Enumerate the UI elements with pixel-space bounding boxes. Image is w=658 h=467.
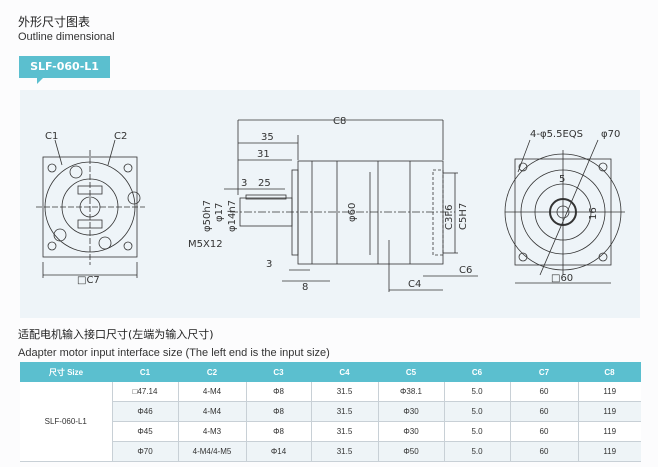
table-cell: 5.0	[443, 441, 510, 462]
table-cell: 60	[509, 382, 578, 402]
table-cell: 4-M4/4-M5	[177, 441, 246, 462]
table-cell: Φ8	[245, 421, 311, 442]
label-c8: C8	[333, 116, 346, 127]
label-phi50: φ50h7	[202, 200, 213, 232]
label-holes: 4-φ5.5EQS	[530, 129, 583, 140]
output-end-view: 4-φ5.5EQS φ70 5 16 □60	[504, 129, 625, 284]
table-cell: Φ30	[377, 401, 444, 422]
table-cell: 31.5	[310, 421, 378, 442]
label-phi60: φ60	[347, 203, 358, 222]
table-cell: 119	[577, 421, 641, 442]
table-cell: Φ70	[111, 441, 178, 462]
table-cell: □47.14	[111, 382, 178, 402]
col-c1: C1	[112, 362, 178, 382]
section-title-en: Adapter motor input interface size (The …	[18, 347, 330, 359]
section-title-cn: 适配电机输入接口尺寸(左端为输入尺寸)	[18, 328, 214, 341]
input-end-view: C1 C2 □C7	[36, 131, 145, 286]
table-cell: 31.5	[310, 441, 378, 462]
label-c1: C1	[45, 131, 58, 142]
col-c6: C6	[444, 362, 510, 382]
col-c7: C7	[510, 362, 578, 382]
col-size: 尺寸 Size	[20, 362, 112, 382]
col-c2: C2	[178, 362, 246, 382]
col-c5: C5	[378, 362, 444, 382]
table-cell: 60	[509, 441, 578, 462]
label-8: 8	[302, 282, 308, 293]
label-31: 31	[257, 149, 270, 160]
table-cell: 31.5	[310, 382, 378, 402]
label-c5: C5H7	[458, 203, 469, 230]
table-cell: 4-M4	[177, 382, 246, 402]
table-cell: 4-M4	[177, 401, 246, 422]
table-cell: Φ46	[111, 401, 178, 422]
outline-drawing: C1 C2 □C7 C8 35 31 3 25 φ50h7 φ17 φ14h7 …	[20, 90, 640, 318]
table-cell: 31.5	[310, 401, 378, 422]
table-cell: Φ45	[111, 421, 178, 442]
table-cell: 5.0	[443, 401, 510, 422]
label-key: 5	[559, 174, 565, 185]
table-cell: 119	[577, 441, 641, 462]
side-view: C8 35 31 3 25 φ50h7 φ17 φ14h7 M5X12 φ60 …	[188, 116, 478, 293]
label-c4: C4	[408, 279, 421, 290]
table-cell: Φ8	[245, 401, 311, 422]
table-cell: 5.0	[443, 382, 510, 402]
label-c2: C2	[114, 131, 127, 142]
col-c4: C4	[311, 362, 378, 382]
label-3-bottom: 3	[266, 259, 272, 270]
table-cell: Φ50	[377, 441, 444, 462]
col-c8: C8	[578, 362, 641, 382]
label-c6: C6	[459, 265, 472, 276]
table-cell: 60	[509, 401, 578, 422]
table-cell: 4-M3	[177, 421, 246, 442]
table-cell: 60	[509, 421, 578, 442]
label-phi14: φ14h7	[227, 200, 238, 232]
label-square-60: □60	[551, 273, 573, 284]
label-c3: C3F6	[444, 205, 455, 230]
col-c3: C3	[246, 362, 311, 382]
label-35: 35	[261, 132, 274, 143]
title-cn: 外形尺寸图表	[18, 15, 91, 29]
label-phi70: φ70	[601, 129, 620, 140]
label-c7: □C7	[77, 275, 100, 286]
label-25: 25	[258, 178, 271, 189]
model-tag: SLF-060-L1	[19, 56, 110, 84]
label-3-top: 3	[241, 178, 247, 189]
table-cell: 119	[577, 401, 641, 422]
table-cell: 119	[577, 382, 641, 402]
table-cell: Φ8	[245, 382, 311, 402]
title-en: Outline dimensional	[18, 31, 115, 43]
label-16: 16	[588, 207, 599, 220]
table-cell: Φ30	[377, 421, 444, 442]
label-phi17: φ17	[214, 203, 225, 222]
interface-size-table: 尺寸 Size C1 C2 C3 C4 C5 C6 C7 C8 SLF-060-…	[20, 362, 641, 462]
table-header: 尺寸 Size C1 C2 C3 C4 C5 C6 C7 C8	[20, 362, 641, 382]
table-cell: 5.0	[443, 421, 510, 442]
model-cell: SLF-060-L1	[20, 382, 112, 462]
table-cell: Φ38.1	[377, 382, 444, 402]
table-cell: Φ14	[245, 441, 311, 462]
label-m5: M5X12	[188, 239, 223, 250]
